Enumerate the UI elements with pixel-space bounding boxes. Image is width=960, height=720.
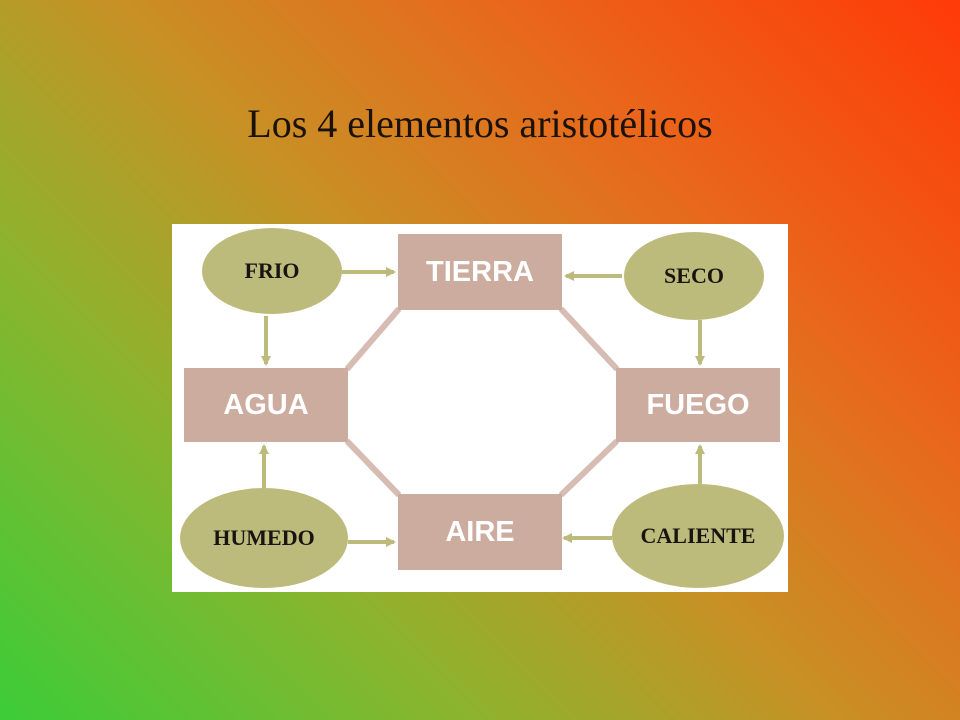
octagon-edges bbox=[345, 307, 619, 497]
quality-frio: FRIO bbox=[202, 228, 342, 314]
diagram-connectors bbox=[259, 267, 705, 547]
element-tierra: TIERRA bbox=[398, 234, 562, 310]
quality-seco: SECO bbox=[624, 232, 764, 320]
quality-humedo: HUMEDO bbox=[180, 488, 348, 588]
elements-diagram: TIERRA AGUA FUEGO AIRE FRIO SECO HUMEDO … bbox=[172, 224, 788, 592]
quality-caliente: CALIENTE bbox=[612, 484, 784, 588]
element-aire: AIRE bbox=[398, 494, 562, 570]
slide-title: Los 4 elementos aristotélicos bbox=[247, 101, 713, 146]
element-fuego: FUEGO bbox=[616, 368, 780, 442]
edge-fuego-aire bbox=[559, 439, 619, 497]
edge-tierra-agua bbox=[345, 307, 401, 371]
quality-arrows bbox=[259, 267, 705, 547]
edge-agua-aire bbox=[345, 439, 401, 497]
edge-tierra-fuego bbox=[559, 307, 619, 371]
element-agua: AGUA bbox=[184, 368, 348, 442]
